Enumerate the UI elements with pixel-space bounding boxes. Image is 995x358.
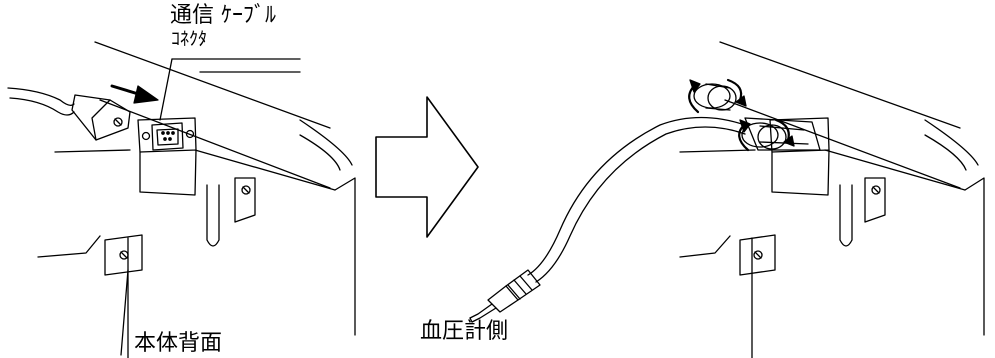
foot-bracket	[105, 235, 142, 275]
cable-right	[528, 118, 745, 276]
connector-plate	[138, 118, 196, 152]
label-comm-cable: 通信 ｹｰﾌﾞﾙ	[170, 3, 276, 28]
attached-plug	[745, 118, 820, 150]
label-bp-side: 血圧計側	[420, 319, 509, 344]
thumbscrew-bottom	[742, 123, 778, 147]
insert-arrow	[134, 86, 158, 103]
label-connector: ｺﾈｸﾀ	[171, 29, 207, 50]
cable-plug	[72, 95, 130, 140]
label-body-back: 本体背面	[134, 331, 223, 356]
d-sub-connector	[152, 123, 183, 150]
direction-arrow	[376, 97, 478, 237]
rotate-arrow-top	[690, 80, 700, 92]
device-left	[8, 42, 355, 358]
foot-screw	[120, 251, 128, 259]
audio-jack	[488, 286, 518, 312]
cable-left	[8, 88, 74, 105]
rotate-arrow-bottom	[740, 120, 750, 132]
device-right	[470, 42, 984, 358]
